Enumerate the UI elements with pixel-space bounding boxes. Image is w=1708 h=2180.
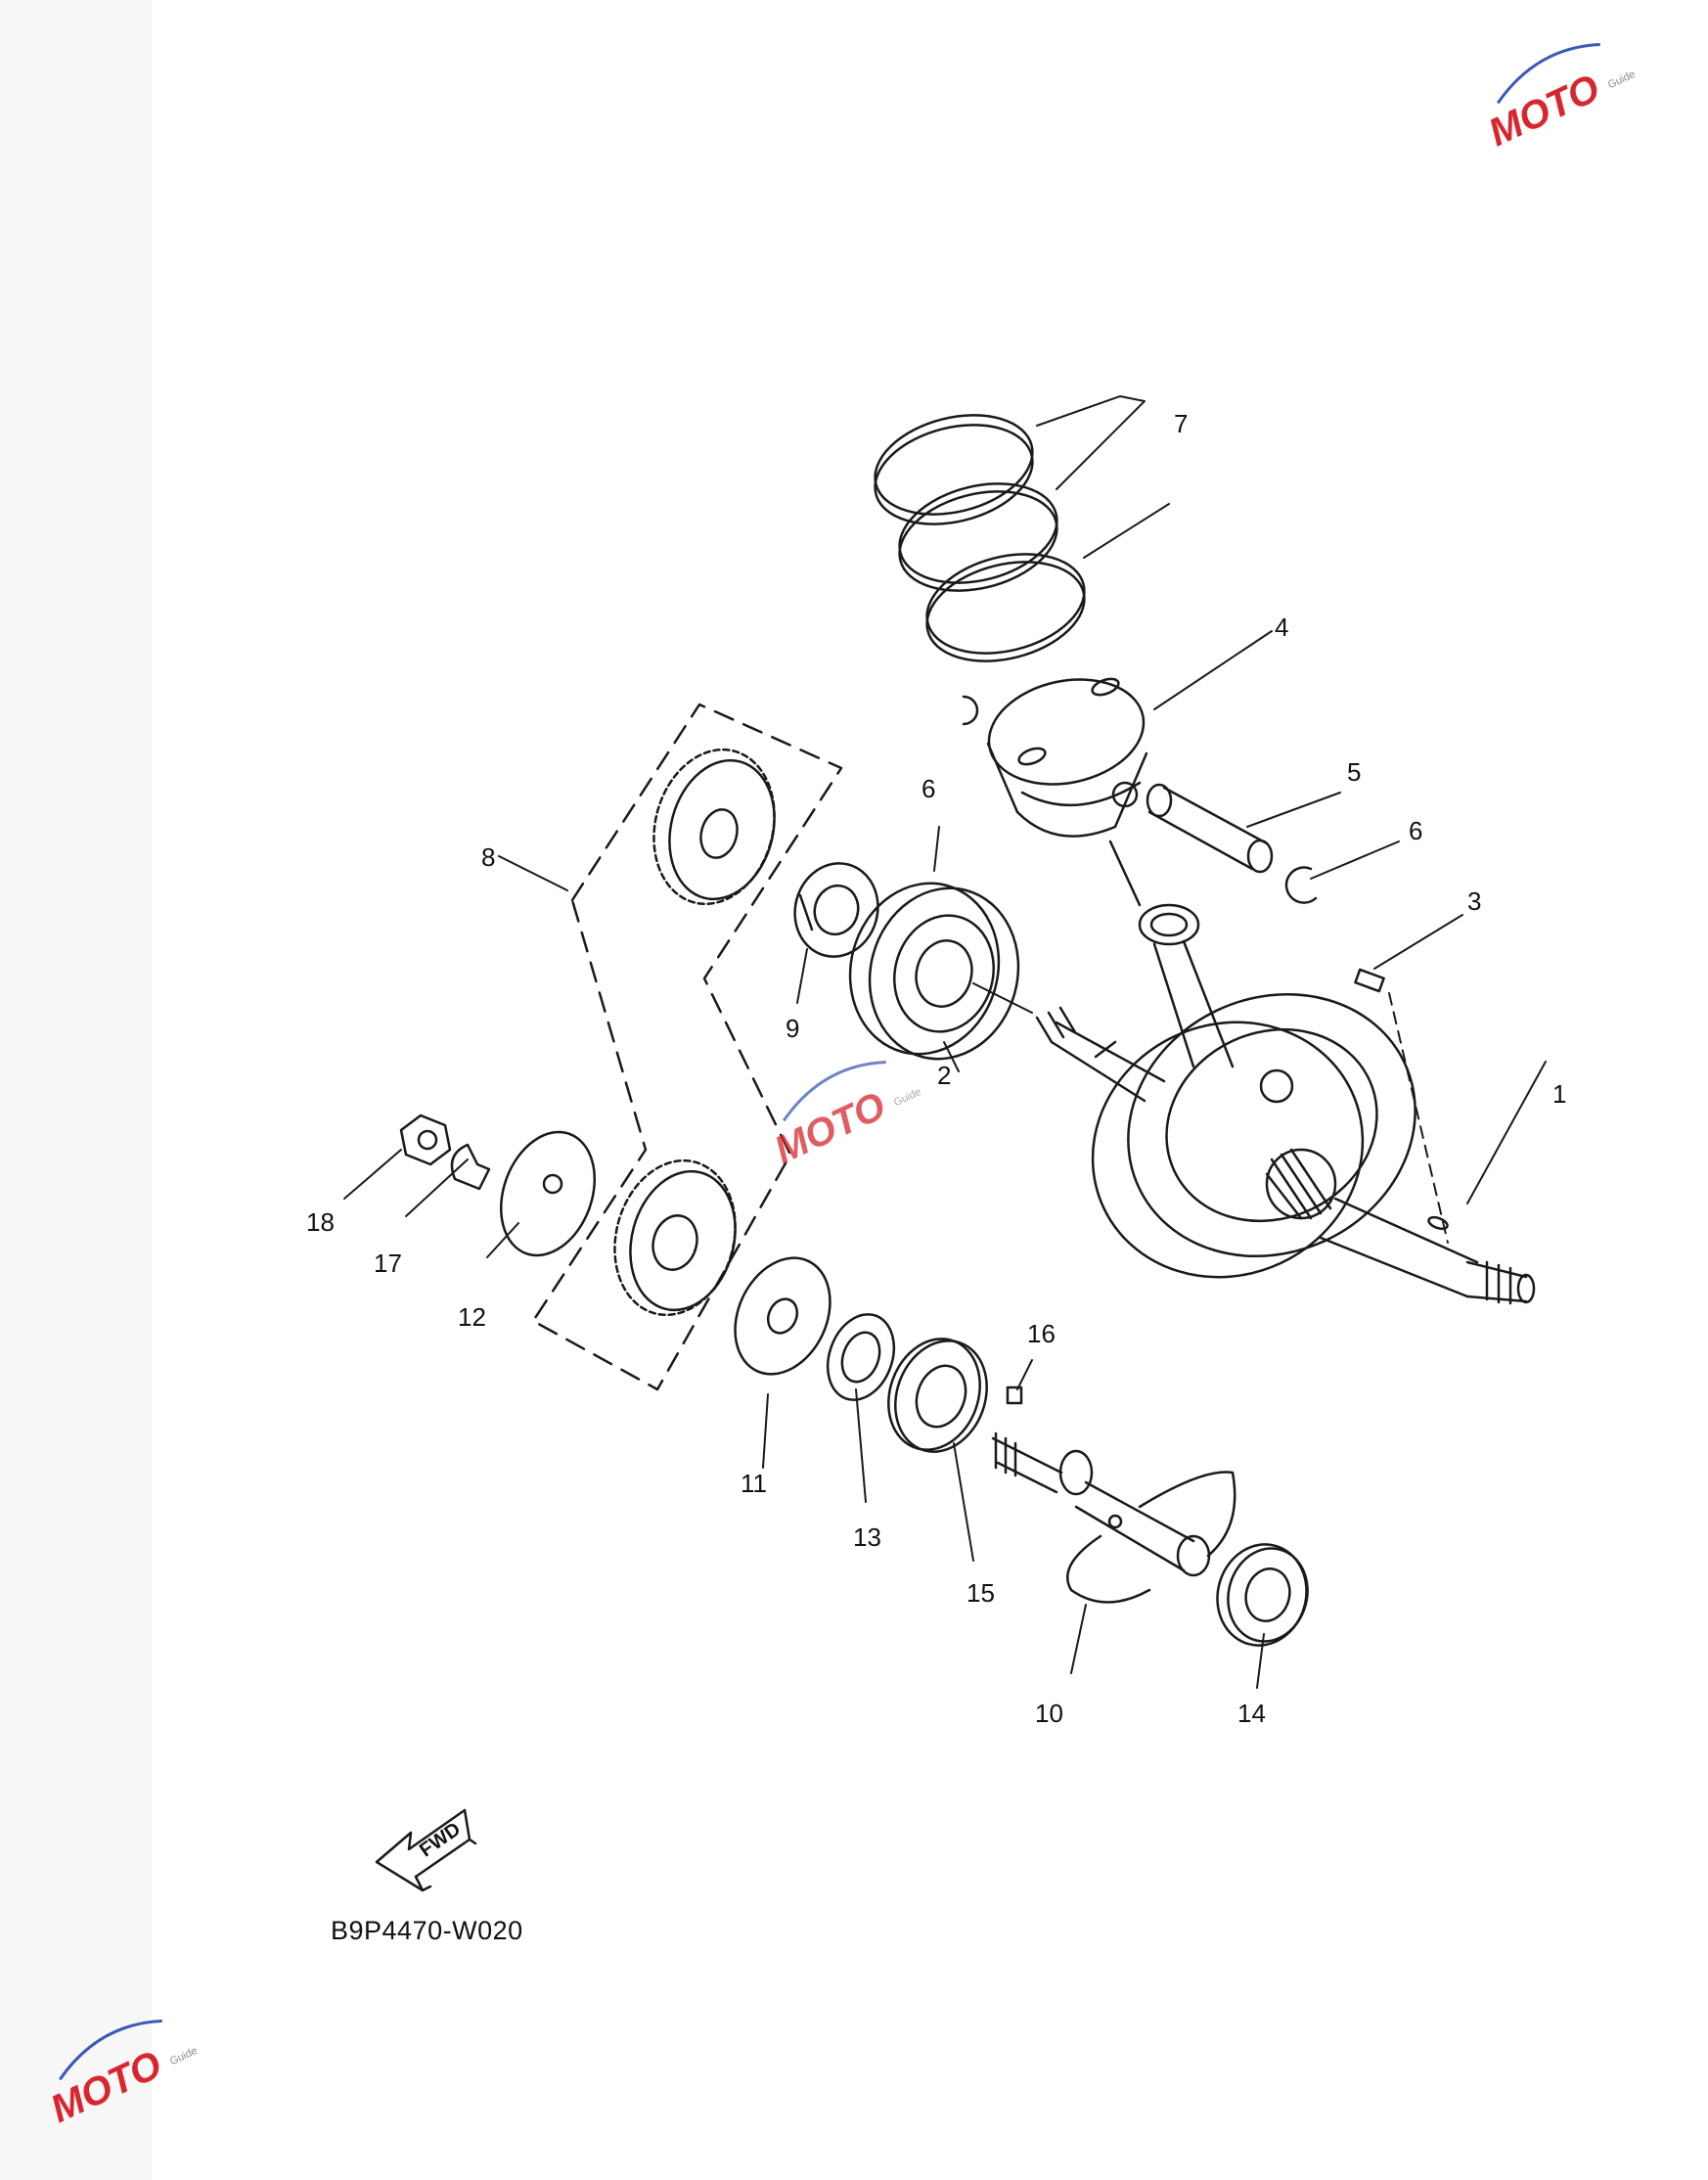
gear-set-outline xyxy=(531,703,843,1391)
lock-washer xyxy=(450,1143,491,1191)
woodruff-key xyxy=(1354,968,1385,993)
piston-pin xyxy=(1146,783,1274,874)
callout-8: 8 xyxy=(481,842,495,872)
callout-3: 3 xyxy=(1467,886,1481,916)
callout-18: 18 xyxy=(306,1207,335,1237)
callout-17: 17 xyxy=(374,1249,402,1278)
balancer-shaft xyxy=(991,1431,1236,1604)
callout-15: 15 xyxy=(966,1578,995,1608)
watermark-sub: Guide xyxy=(168,2045,200,2067)
lower-gear xyxy=(613,1158,737,1317)
main-bearing xyxy=(848,882,1033,1061)
callout-12: 12 xyxy=(458,1302,486,1332)
balancer-bearing xyxy=(887,1338,988,1453)
thrust-washer xyxy=(734,1256,832,1376)
callout-16: 16 xyxy=(1027,1319,1056,1348)
oil-seal xyxy=(793,862,879,958)
circlip-left xyxy=(962,695,979,726)
piston xyxy=(986,677,1148,838)
watermark-sub: Guide xyxy=(1606,68,1638,91)
callout-4: 4 xyxy=(1275,613,1288,642)
callout-6-left: 6 xyxy=(921,774,935,803)
small-oil-seal xyxy=(826,1313,896,1401)
page-margin xyxy=(0,0,152,2180)
watermark-text: MOTO xyxy=(44,2043,168,2131)
leader-lines xyxy=(343,395,1547,1689)
upper-gear xyxy=(652,748,776,906)
callout-labels: 1 2 3 4 5 6 6 7 8 9 10 11 12 13 14 15 16… xyxy=(306,409,1566,1728)
diagram-code: B9P4470-W020 xyxy=(331,1916,523,1945)
callout-13: 13 xyxy=(853,1522,881,1552)
end-bearing xyxy=(1216,1543,1309,1647)
crankshaft-assembly xyxy=(1035,840,1536,1305)
watermark-top-right: MOTO Guide xyxy=(1482,43,1638,155)
piston-rings xyxy=(874,414,1086,662)
watermark-text: MOTO xyxy=(1482,67,1606,155)
watermark-sub: Guide xyxy=(892,1086,923,1109)
watermark-text: MOTO xyxy=(768,1084,892,1172)
nut xyxy=(399,1113,452,1166)
circlip-right xyxy=(1284,866,1318,904)
callout-10: 10 xyxy=(1035,1699,1063,1728)
balancer-key xyxy=(1006,1385,1023,1405)
keyed-washer xyxy=(499,1130,597,1257)
callout-6-right: 6 xyxy=(1409,816,1422,845)
diagram-page xyxy=(152,0,1708,2180)
callout-7: 7 xyxy=(1174,409,1188,438)
watermark-center: MOTO Guide xyxy=(768,1061,923,1172)
callout-9: 9 xyxy=(786,1014,799,1043)
callout-14: 14 xyxy=(1237,1699,1266,1728)
fwd-arrow-icon xyxy=(375,1808,477,1892)
watermark-bottom-left: MOTO Guide xyxy=(44,2020,200,2131)
callout-1: 1 xyxy=(1552,1079,1566,1109)
callout-11: 11 xyxy=(741,1469,767,1498)
callout-5: 5 xyxy=(1347,757,1361,787)
callout-2: 2 xyxy=(937,1061,951,1090)
